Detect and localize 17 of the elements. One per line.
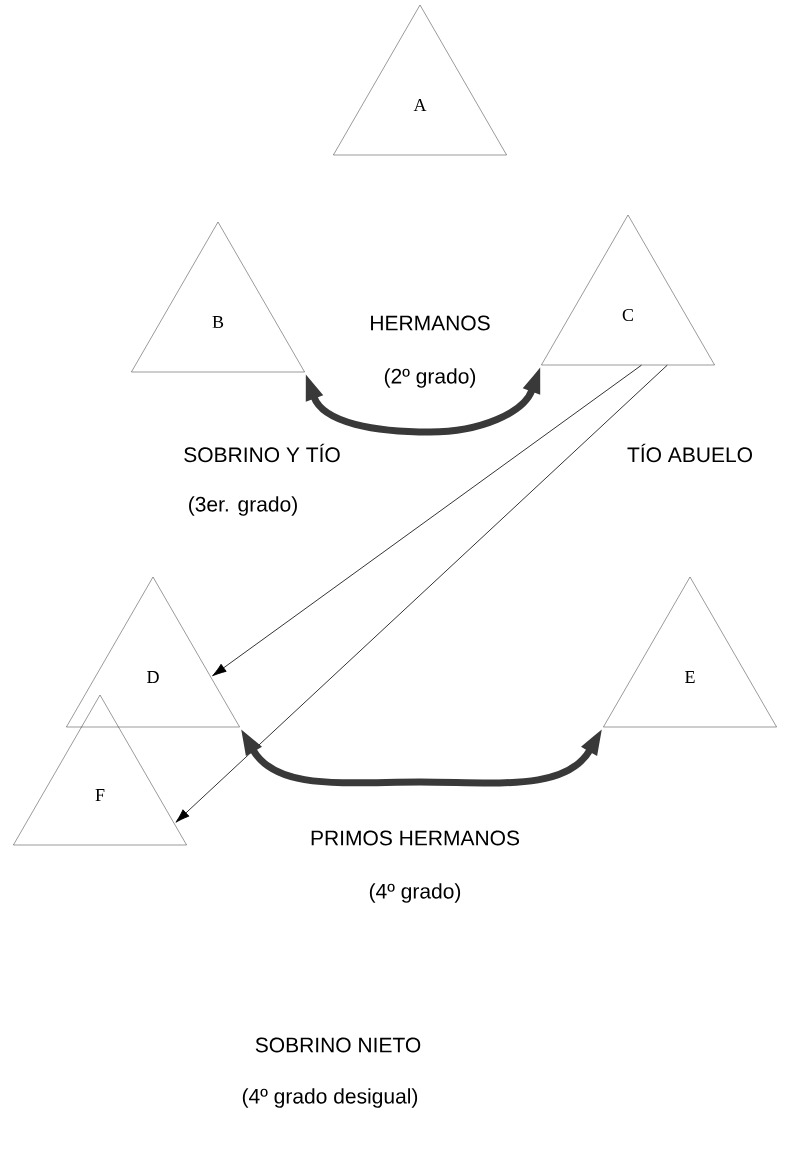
relation-label: (4º grado desigual): [242, 1088, 418, 1108]
relation-label: (2º grado): [384, 368, 476, 388]
arrow: [212, 364, 642, 677]
arrow: [175, 364, 668, 823]
relation-label: HERMANOS: [371, 315, 490, 331]
triangle-node: E: [603, 576, 777, 728]
triangle-node: B: [131, 221, 305, 373]
relation-label: (4º grado): [369, 883, 461, 903]
triangle-node: A: [333, 4, 507, 156]
triangle-node: F: [13, 694, 187, 846]
triangle-node: D: [66, 576, 240, 728]
relation-label: SOBRINO NIETO: [255, 1037, 421, 1053]
relation-label: SOBRINO Y TÍO: [184, 443, 340, 463]
relation-label: (3er. grado): [189, 496, 297, 516]
triangle-node: C: [541, 214, 715, 366]
relation-label: PRIMOS HERMANOS: [311, 830, 520, 846]
relation-label: TÍO ABUELO: [627, 443, 752, 463]
